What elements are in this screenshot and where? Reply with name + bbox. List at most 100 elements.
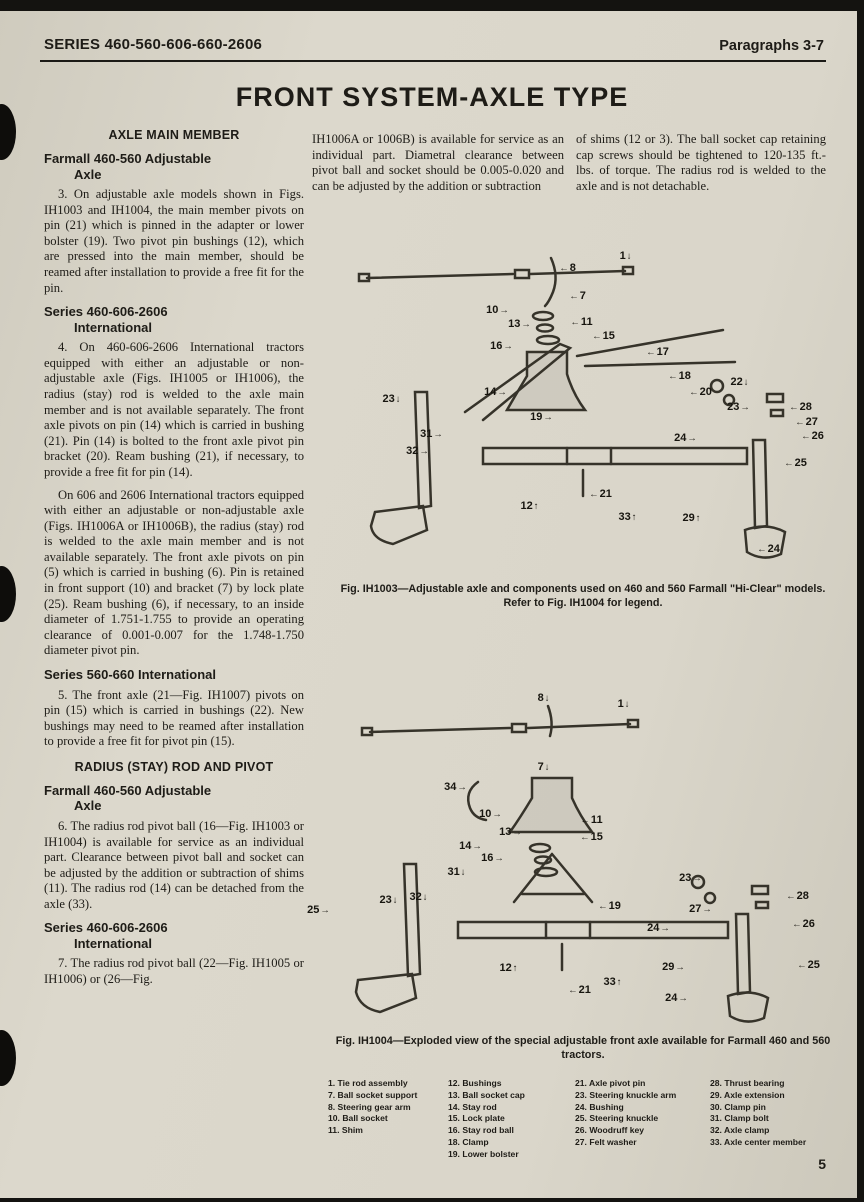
figure-caption: Fig. IH1004—Exploded view of the special… bbox=[335, 1035, 831, 1061]
figure-callout: 31→ bbox=[420, 428, 443, 440]
binder-hole bbox=[0, 104, 16, 160]
legend-item: 10. Ball socket bbox=[328, 1113, 388, 1124]
section-heading: RADIUS (STAY) ROD AND PIVOT bbox=[74, 759, 274, 774]
subsection-heading: Farmall 460-560 Adjustable Axle bbox=[44, 151, 212, 182]
figure-callout: ←11 bbox=[580, 814, 603, 826]
paragraph: 5. The front axle (21—Fig. IH1007) pivot… bbox=[44, 687, 304, 749]
page-number: 5 bbox=[818, 1156, 826, 1172]
figure-callout: ←21 bbox=[568, 984, 591, 996]
figure-callout: ←28 bbox=[789, 401, 812, 413]
subsection-heading: Farmall 460-560 Adjustable Axle bbox=[44, 782, 212, 814]
right-column: of shims (12 or 3). The ball socket cap … bbox=[576, 132, 826, 194]
paragraph: 4. On 460-606-2606 International tractor… bbox=[44, 340, 304, 479]
legend-item: 33. Axle center member bbox=[710, 1136, 807, 1147]
figure-callout: ←20 bbox=[689, 386, 712, 398]
header-series: SERIES 460-560-606-660-2606 bbox=[44, 36, 263, 53]
figure-callout: 23→ bbox=[679, 872, 702, 884]
figure-callout: 23↓ bbox=[379, 894, 398, 906]
figure-callout: ←21 bbox=[589, 488, 612, 500]
legend-item: 13. Ball socket cap bbox=[448, 1089, 525, 1100]
figure-callout: 16→ bbox=[490, 340, 513, 352]
figure-callout: ←8 bbox=[559, 262, 576, 274]
figure-caption: Fig. IH1003—Adjustable axle and componen… bbox=[340, 583, 826, 609]
figure-callout: 19→ bbox=[530, 411, 553, 423]
legend-item: 12. Bushings bbox=[448, 1078, 502, 1088]
paragraph-continuation: IH1006A or 1006B) is available for servi… bbox=[312, 132, 564, 193]
figure-callout: 14→ bbox=[459, 840, 482, 852]
figure-callout: 24→ bbox=[665, 992, 688, 1004]
legend-item: 28. Thrust bearing bbox=[710, 1078, 785, 1088]
figure-callout: 24→ bbox=[674, 432, 697, 444]
legend-item: 27. Felt washer bbox=[575, 1136, 637, 1147]
legend-item: 26. Woodruff key bbox=[575, 1125, 645, 1136]
figure-callout: 13→ bbox=[508, 318, 531, 330]
legend-item: 8. Steering gear arm bbox=[328, 1101, 411, 1112]
paragraph: 3. On adjustable axle models shown in Fi… bbox=[44, 187, 304, 295]
legend-item: 11. Shim bbox=[328, 1125, 363, 1136]
page-title: FRONT SYSTEM-AXLE TYPE bbox=[235, 82, 629, 112]
subsection-heading: Series 460-606-2606 International bbox=[44, 920, 168, 951]
figure-callout: 14→ bbox=[484, 386, 507, 398]
figure-callout: ←26 bbox=[792, 918, 815, 930]
left-column: AXLE MAIN MEMBER Farmall 460-560 Adjusta… bbox=[44, 128, 304, 995]
figure-callout: ←24 bbox=[757, 543, 780, 555]
figure-callout: 22↓ bbox=[730, 376, 749, 388]
figure-callout: 1↓ bbox=[617, 698, 630, 710]
legend-item: 21. Axle pivot pin bbox=[575, 1078, 646, 1088]
legend-item: 14. Stay rod bbox=[448, 1101, 497, 1112]
figure-callout: ←28 bbox=[786, 890, 809, 902]
figure-callout: 8↓ bbox=[537, 692, 550, 704]
subsection-heading: Series 560-660 International bbox=[44, 667, 216, 683]
figure-callout: 10→ bbox=[486, 304, 509, 316]
figure-callout: 1↓ bbox=[619, 250, 632, 262]
axle-exploded-drawing bbox=[357, 256, 787, 559]
scan-edge-top bbox=[0, 0, 864, 11]
subsection-heading: Series 460-606-2606 International bbox=[44, 304, 168, 335]
figure-callout: 32→ bbox=[406, 445, 429, 457]
figure-callout: 33↑ bbox=[618, 511, 637, 523]
axle-exploded-drawing bbox=[354, 704, 770, 1023]
figure-callout: 29↑ bbox=[682, 512, 701, 524]
figure-callout: ←25 bbox=[797, 959, 820, 971]
figure-callout: 16→ bbox=[481, 852, 504, 864]
figure-callout: ←7 bbox=[569, 290, 586, 302]
figure-callout: ←17 bbox=[646, 346, 669, 358]
binder-hole bbox=[0, 1030, 16, 1086]
paragraph: On 606 and 2606 International tractors e… bbox=[44, 487, 304, 658]
figure-callout: 29→ bbox=[662, 961, 685, 973]
figure-callout: ←15 bbox=[592, 330, 615, 342]
legend-item: 30. Clamp pin bbox=[710, 1101, 766, 1112]
scan-edge-bottom bbox=[0, 1198, 864, 1202]
legend-item: 18. Clamp bbox=[448, 1136, 489, 1147]
figure-callout: 27→ bbox=[689, 903, 712, 915]
legend-item: 19. Lower bolster bbox=[448, 1148, 519, 1159]
figure-callout: 12↑ bbox=[499, 962, 518, 974]
paragraph: 6. The radius rod pivot ball (16—Fig. IH… bbox=[44, 818, 304, 911]
binder-hole bbox=[0, 566, 16, 622]
figure-callout: 7↓ bbox=[537, 761, 550, 773]
figure-callout: 23→ bbox=[727, 401, 750, 413]
legend-item: 1. Tie rod assembly bbox=[328, 1078, 408, 1088]
figure-callout: ←25 bbox=[784, 457, 807, 469]
header-paragraphs: Paragraphs 3-7 bbox=[719, 38, 824, 54]
figure-callout: 31↓ bbox=[447, 866, 466, 878]
figure-callout: 33↑ bbox=[603, 976, 622, 988]
figure-callout: 10→ bbox=[479, 808, 502, 820]
legend-item: 15. Lock plate bbox=[448, 1113, 505, 1124]
legend-item: 25. Steering knuckle bbox=[575, 1113, 659, 1124]
figure-callout: ←11 bbox=[570, 316, 593, 328]
middle-column: IH1006A or 1006B) is available for servi… bbox=[312, 132, 564, 194]
header-rule bbox=[40, 60, 826, 62]
legend-item: 7. Ball socket support bbox=[328, 1089, 418, 1100]
figure-callout: 12↑ bbox=[520, 500, 539, 512]
section-heading: AXLE MAIN MEMBER bbox=[108, 128, 240, 142]
figure-callout: 24→ bbox=[647, 922, 670, 934]
